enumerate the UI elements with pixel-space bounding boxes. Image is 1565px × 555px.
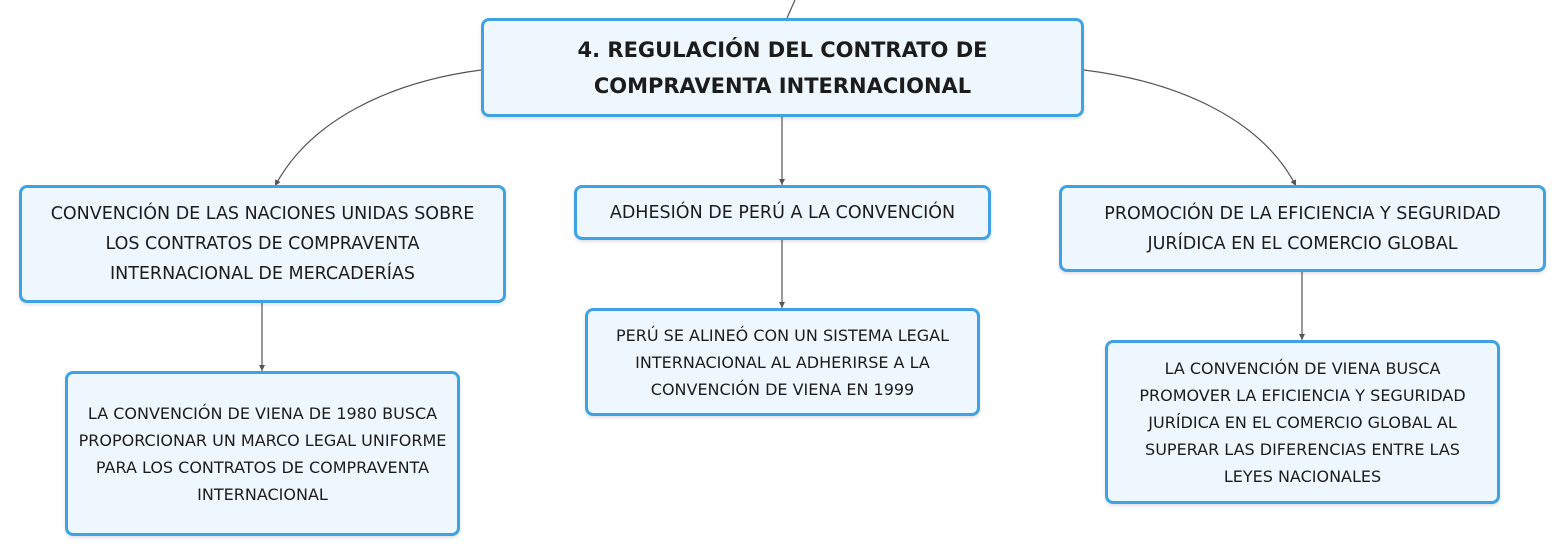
branch-node-promocion-eficiencia[interactable]: PROMOCIÓN DE LA EFICIENCIA Y SEGURIDAD J… [1059,185,1546,272]
branch-node-adhesion-peru[interactable]: ADHESIÓN DE PERÚ A LA CONVENCIÓN [574,185,991,240]
connector-root-to-branch-1 [274,69,482,187]
branch-label: ADHESIÓN DE PERÚ A LA CONVENCIÓN [609,202,956,223]
root-topic-label: 4. REGULACIÓN DEL CONTRATO DE COMPRAVENT… [577,37,988,98]
branch-label: CONVENCIÓN DE LAS NACIONES UNIDAS SOBRE … [50,204,475,284]
root-topic-node[interactable]: 4. REGULACIÓN DEL CONTRATO DE COMPRAVENT… [481,18,1084,117]
branch-label: PROMOCIÓN DE LA EFICIENCIA Y SEGURIDAD J… [1104,203,1501,254]
branch-node-convencion-naciones-unidas[interactable]: CONVENCIÓN DE LAS NACIONES UNIDAS SOBRE … [19,185,506,303]
detail-label: LA CONVENCIÓN DE VIENA DE 1980 BUSCA PRO… [78,403,447,504]
connector-incoming [786,0,796,19]
detail-label: PERÚ SE ALINEÓ CON UN SISTEMA LEGAL INTE… [616,325,949,399]
detail-node-eficiencia-seguridad[interactable]: LA CONVENCIÓN DE VIENA BUSCA PROMOVER LA… [1105,340,1500,504]
detail-label: LA CONVENCIÓN DE VIENA BUSCA PROMOVER LA… [1139,358,1466,486]
detail-node-convencion-viena-1980[interactable]: LA CONVENCIÓN DE VIENA DE 1980 BUSCA PRO… [65,371,460,536]
connector-root-to-branch-3 [1083,69,1297,187]
detail-node-peru-1999[interactable]: PERÚ SE ALINEÓ CON UN SISTEMA LEGAL INTE… [585,308,980,416]
